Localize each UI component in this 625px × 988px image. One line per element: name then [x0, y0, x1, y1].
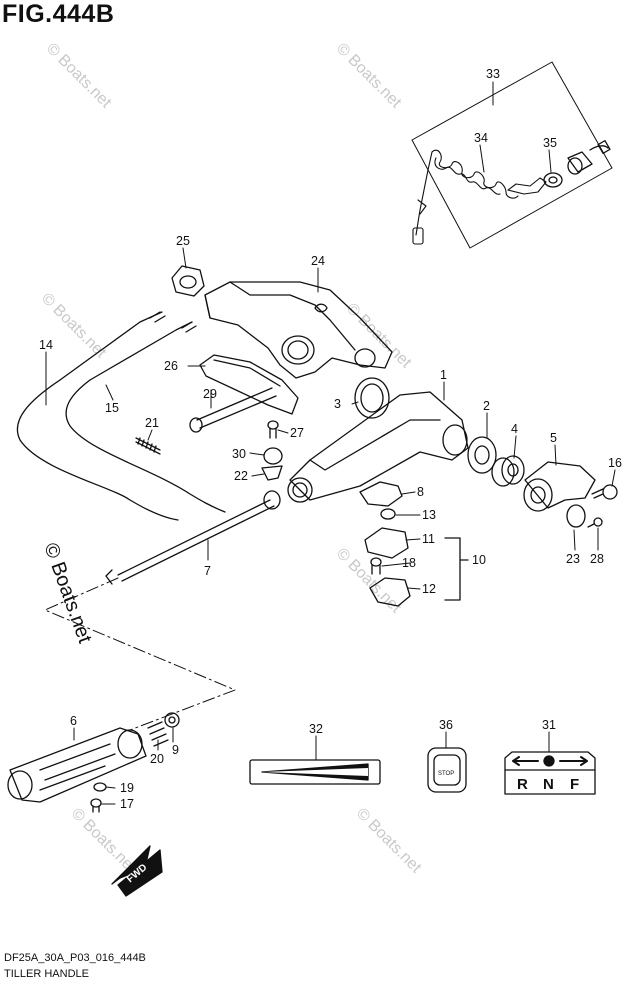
- screw-part-27: [267, 420, 279, 439]
- plug-part-30: [263, 447, 283, 465]
- callout-6: 6: [70, 714, 77, 728]
- screw-part-28: [587, 517, 603, 528]
- plate-part-8: [359, 481, 403, 507]
- callout-17: 17: [120, 797, 134, 811]
- throttle-cable-15: [65, 321, 226, 513]
- callout-27: 27: [290, 426, 304, 440]
- shift-decal-31: [504, 751, 596, 795]
- plug-part-9: [164, 712, 180, 728]
- callout-4: 4: [511, 422, 518, 436]
- callout-26: 26: [164, 359, 178, 373]
- spring-part-21: [135, 437, 161, 455]
- washer-part-13: [380, 508, 396, 520]
- tiller-arm: [287, 391, 469, 503]
- callout-21: 21: [145, 416, 159, 430]
- clamp-part-26: [199, 354, 299, 415]
- shift-label-f: F: [570, 776, 579, 793]
- washer-part-2: [467, 436, 497, 474]
- figure-title: FIG.444B: [2, 0, 115, 28]
- callout-7: 7: [204, 564, 211, 578]
- ring-part-3: [354, 377, 390, 419]
- callout-29: 29: [203, 387, 217, 401]
- callout-16: 16: [608, 456, 622, 470]
- callout-20: 20: [150, 752, 164, 766]
- callout-12: 12: [422, 582, 436, 596]
- callout-2: 2: [483, 399, 490, 413]
- figure-code: DF25A_30A_P03_016_444B: [4, 952, 146, 964]
- lanyard-kit-inset: [411, 61, 613, 249]
- callout-11: 11: [422, 532, 435, 546]
- callout-numbers: 33 34 35 25 24 14 15 26 29 3 1 2 4 5 16 …: [39, 67, 622, 811]
- callout-28: 28: [590, 552, 604, 566]
- callout-8: 8: [417, 485, 424, 499]
- callout-19: 19: [120, 781, 134, 795]
- throttle-cable-14: [16, 311, 179, 521]
- screw-part-17: [90, 798, 102, 813]
- callout-23: 23: [566, 552, 580, 566]
- screw-part-19: [93, 782, 107, 792]
- callout-32: 32: [309, 722, 323, 736]
- callout-36: 36: [439, 718, 453, 732]
- callout-22: 22: [234, 469, 248, 483]
- grommet-part: [171, 265, 205, 297]
- guide-lines: [44, 577, 236, 731]
- shift-label-n: N: [543, 776, 554, 793]
- tiller-bracket: [204, 281, 393, 379]
- disc-part-23: [566, 504, 586, 528]
- callout-5: 5: [550, 431, 557, 445]
- callout-15: 15: [105, 401, 119, 415]
- callout-35: 35: [543, 136, 557, 150]
- callout-10: 10: [472, 553, 486, 567]
- bolt-part-16: [591, 484, 618, 500]
- bushing-part-4: [491, 455, 525, 487]
- friction-lever: [523, 461, 596, 512]
- block-part-11: [364, 527, 409, 559]
- group-bracket-10: [444, 537, 469, 601]
- figure-name: TILLER HANDLE: [4, 968, 89, 980]
- callout-30: 30: [232, 447, 246, 461]
- screw-part-18: [370, 557, 382, 575]
- shift-label-r: R: [517, 776, 528, 793]
- decal-part-32: [249, 759, 381, 785]
- clip-part-22: [261, 465, 283, 481]
- bolt-part-29: [189, 387, 277, 433]
- spring-part-20: [147, 721, 169, 747]
- fwd-arrow: [111, 845, 163, 897]
- callout-14: 14: [39, 338, 53, 352]
- callout-18: 18: [402, 556, 416, 570]
- callout-25: 25: [176, 234, 190, 248]
- callout-9: 9: [172, 743, 179, 757]
- callout-13: 13: [422, 508, 436, 522]
- callout-33: 33: [486, 67, 500, 81]
- stop-label: STOP: [438, 771, 454, 777]
- throttle-grip-6: [7, 727, 147, 803]
- throttle-shaft-7: [105, 490, 281, 585]
- stopper-part-12: [369, 577, 411, 607]
- callout-34: 34: [474, 131, 488, 145]
- callout-3: 3: [334, 397, 341, 411]
- stop-decal-36: [427, 747, 467, 793]
- callout-1: 1: [440, 368, 447, 382]
- callout-31: 31: [542, 718, 556, 732]
- callout-24: 24: [311, 254, 325, 268]
- leader-lines: [45, 81, 616, 805]
